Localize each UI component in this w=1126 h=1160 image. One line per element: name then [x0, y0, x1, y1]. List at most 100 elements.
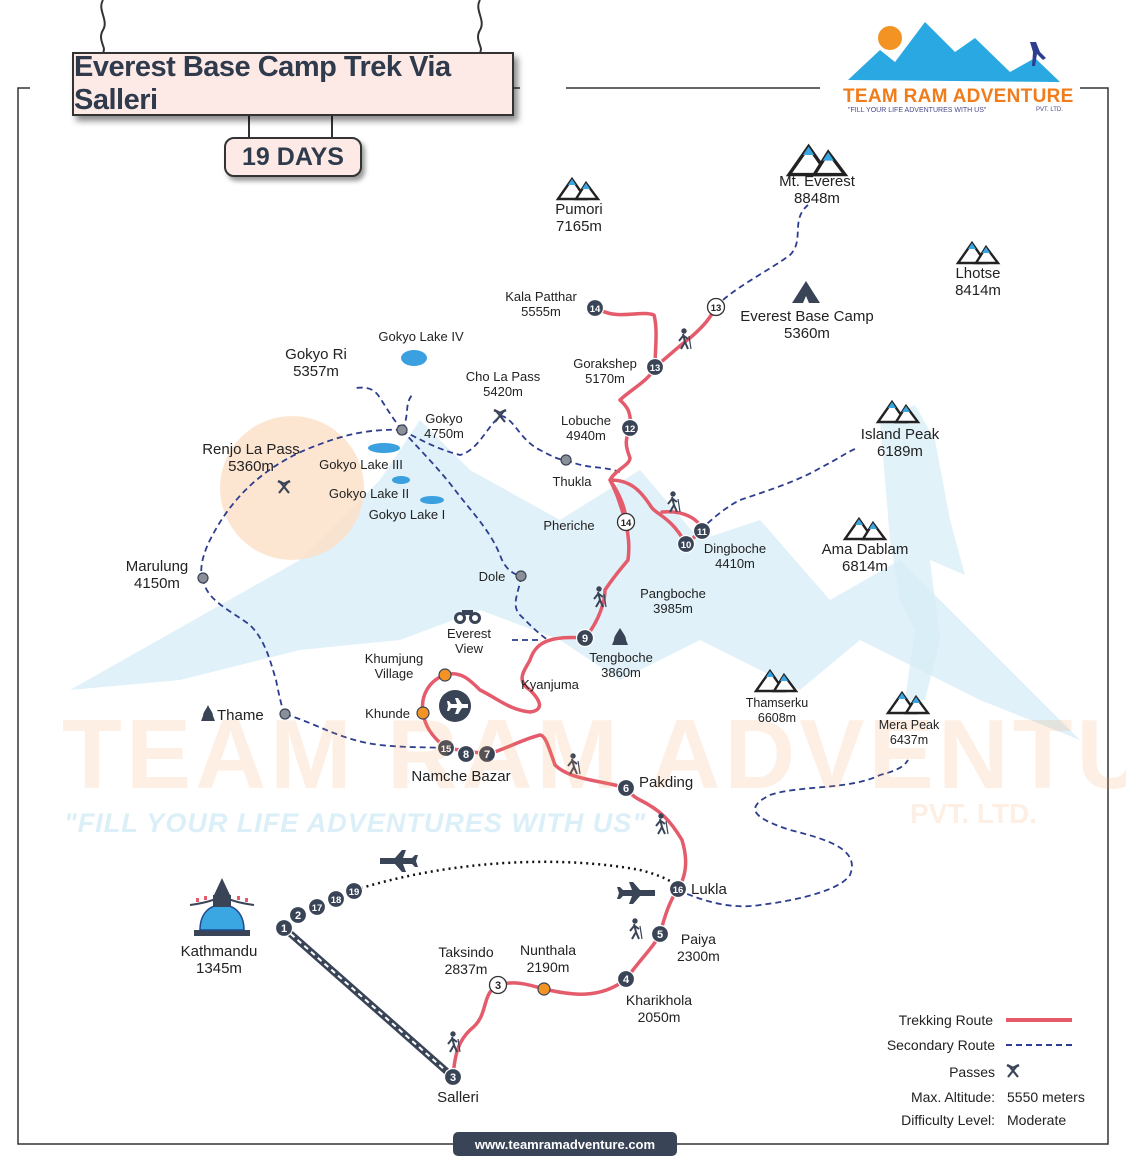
place-marker: [197, 572, 209, 584]
day-marker-label: 11: [697, 527, 708, 538]
day-marker-label: 15: [441, 744, 452, 755]
duration-label: 19 DAYS: [242, 142, 344, 171]
place-gokyo-lake-3: Gokyo Lake III: [319, 457, 403, 472]
pass-icon: [1006, 1063, 1020, 1078]
day-marker-label: 7: [484, 749, 490, 761]
day-marker-label: 6: [623, 783, 629, 795]
day-marker: 3: [488, 975, 508, 995]
day-marker-label: 14: [621, 518, 632, 529]
tent-icon: [792, 281, 820, 303]
binoculars-icon: [454, 610, 481, 624]
place-pheriche: Pheriche: [543, 518, 595, 533]
logo-mountains-icon: [848, 22, 1060, 82]
day-marker: 2: [288, 905, 308, 925]
day-marker: 10: [676, 534, 696, 554]
mountain-peak-icon: [753, 668, 799, 693]
day-marker: 3: [443, 1067, 463, 1087]
hanging-ropes: [100, 0, 483, 137]
watermark-mountains: [70, 420, 1080, 740]
hiker-icon: [629, 918, 643, 940]
brand-name: TEAM RAM ADVENTURE: [843, 86, 1074, 107]
website-url[interactable]: www.teamramadventure.com: [453, 1132, 677, 1156]
place-lukla: Lukla: [691, 881, 727, 898]
place-pakding: Pakding: [639, 774, 694, 791]
mountain-peak-icon: [885, 690, 931, 715]
village-marker: [438, 668, 452, 682]
place-marker: [560, 454, 572, 466]
legend-secondary-route: Secondary Route: [886, 1037, 995, 1053]
flight-in-icon: [617, 882, 655, 904]
day-marker-label: 9: [582, 633, 588, 645]
hiker-icon: [593, 586, 607, 608]
day-marker: 6: [616, 778, 636, 798]
village-marker: [416, 706, 430, 720]
day-marker-label: 8: [463, 749, 469, 761]
brand-tagline: "FILL YOUR LIFE ADVENTURES WITH US": [848, 107, 987, 114]
day-marker-label: 13: [650, 363, 661, 374]
legend-max-altitude-label: Max. Altitude:: [910, 1089, 995, 1105]
flight-out-icon: [380, 850, 418, 872]
day-marker-label: 3: [450, 1072, 456, 1084]
place-marker: [515, 570, 527, 582]
day-marker: 14: [585, 298, 605, 318]
hiker-icon: [567, 753, 581, 775]
day-marker-label: 19: [349, 887, 360, 898]
place-gokyo-lake-2: Gokyo Lake II: [328, 486, 410, 501]
day-marker-label: 16: [673, 885, 684, 896]
watermark-tagline: "FILL YOUR LIFE ADVENTURES WITH US": [64, 808, 647, 838]
legend-passes: Passes: [949, 1064, 995, 1080]
monastery-icon: [612, 628, 628, 645]
day-marker: 17: [307, 897, 327, 917]
day-marker: 19: [344, 881, 364, 901]
place-namche: Namche Bazar: [411, 768, 511, 785]
day-marker: 13: [706, 297, 726, 317]
watermark-hiker: [880, 405, 965, 700]
day-marker: 9: [575, 628, 595, 648]
flight-route: [354, 860, 680, 892]
place-kyanjuma: Kyanjuma: [521, 677, 579, 692]
day-marker-label: 14: [590, 304, 601, 315]
day-marker-label: 1: [281, 923, 287, 935]
day-marker: 15: [436, 738, 456, 758]
hiker-icon: [678, 328, 692, 350]
day-marker: 12: [620, 418, 640, 438]
day-marker: 14: [616, 512, 636, 532]
hiker-icon: [667, 491, 681, 513]
day-marker-label: 3: [495, 980, 501, 992]
map-title: Everest Base Camp Trek Via Salleri: [74, 51, 451, 116]
day-marker: 4: [616, 969, 636, 989]
hiker-icon: [447, 1031, 461, 1053]
day-marker: 8: [456, 744, 476, 764]
mountain-peak-icon: [955, 240, 1001, 265]
watermark-pvt: PVT. LTD.: [910, 798, 1038, 829]
place-thame: Thame: [217, 707, 264, 724]
pass-icon: [277, 479, 291, 494]
place-marker: [396, 424, 408, 436]
pass-icon: [493, 408, 507, 423]
legend-difficulty-label: Difficulty Level:: [901, 1112, 995, 1128]
airplane-glyph: [447, 698, 468, 714]
gokyo-lakes: [368, 350, 444, 504]
place-dole: Dole: [478, 569, 506, 584]
